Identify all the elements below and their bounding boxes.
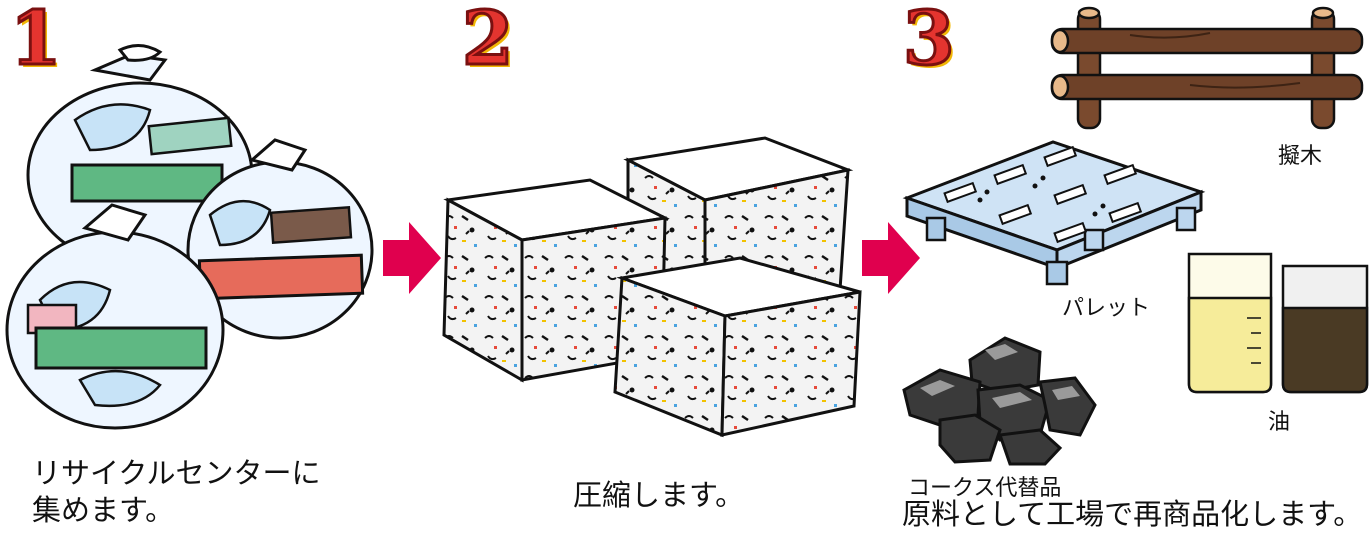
- step-3-number: 3: [902, 0, 956, 82]
- coke-substitute-illustration: [902, 336, 1097, 466]
- garbage-bags-illustration: [5, 44, 374, 430]
- step-1-number: 1: [9, 0, 63, 82]
- step-3-caption-main: 原料として工場で再商品化します。: [902, 497, 1363, 531]
- step-1-caption-line1: リサイクルセンターに: [32, 456, 321, 490]
- artificial-wood-illustration: [1050, 6, 1364, 130]
- step-2-number: 2: [461, 0, 515, 82]
- wood-label: 擬木: [1278, 144, 1323, 169]
- block-front: [613, 256, 862, 438]
- oil-beakers-illustration: [1187, 252, 1369, 394]
- step-1-caption: リサイクルセンターに 集めます。: [32, 455, 321, 529]
- step-2-caption: 圧縮します。: [573, 478, 745, 512]
- pallet-label: パレット: [1062, 296, 1151, 321]
- garbage-bag-right: [186, 138, 374, 340]
- arrow-1-icon: [383, 222, 441, 294]
- arrow-2-icon: [862, 222, 920, 294]
- pallet-illustration: [902, 140, 1206, 286]
- step-1-caption-line2: 集めます。: [32, 493, 175, 528]
- step-3-caption-sub: コークス代替品: [908, 476, 1062, 501]
- oil-label: 油: [1268, 410, 1291, 435]
- compressed-blocks-illustration: [442, 136, 862, 438]
- garbage-bag-front: [5, 203, 225, 430]
